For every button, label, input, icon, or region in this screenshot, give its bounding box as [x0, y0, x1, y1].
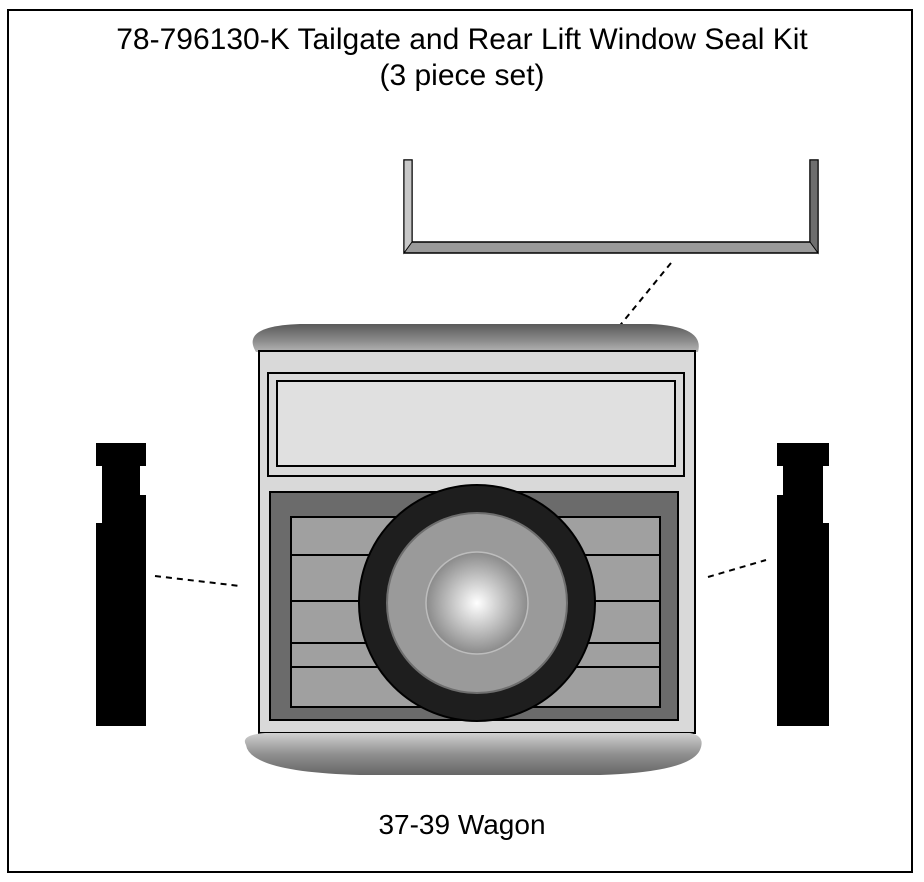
upper-seal-piece [403, 159, 819, 255]
title-line-1: 78-796130-K Tailgate and Rear Lift Windo… [116, 23, 808, 56]
rear-bumper [244, 733, 702, 775]
diagram-caption: 37-39 Wagon [378, 809, 546, 840]
wheel-hub [425, 551, 529, 655]
wagon-roof [252, 324, 699, 352]
left-seal-piece [96, 443, 146, 726]
diagram-title: 78-796130-K Tailgate and Rear Lift Windo… [0, 22, 924, 94]
left-seal-leader-line [154, 575, 241, 587]
lift-window-glass [276, 380, 676, 467]
right-seal-leader-line [707, 559, 767, 578]
wagon-rear-view [244, 324, 702, 775]
title-line-2: (3 piece set) [379, 59, 545, 92]
right-seal-piece [777, 443, 829, 726]
